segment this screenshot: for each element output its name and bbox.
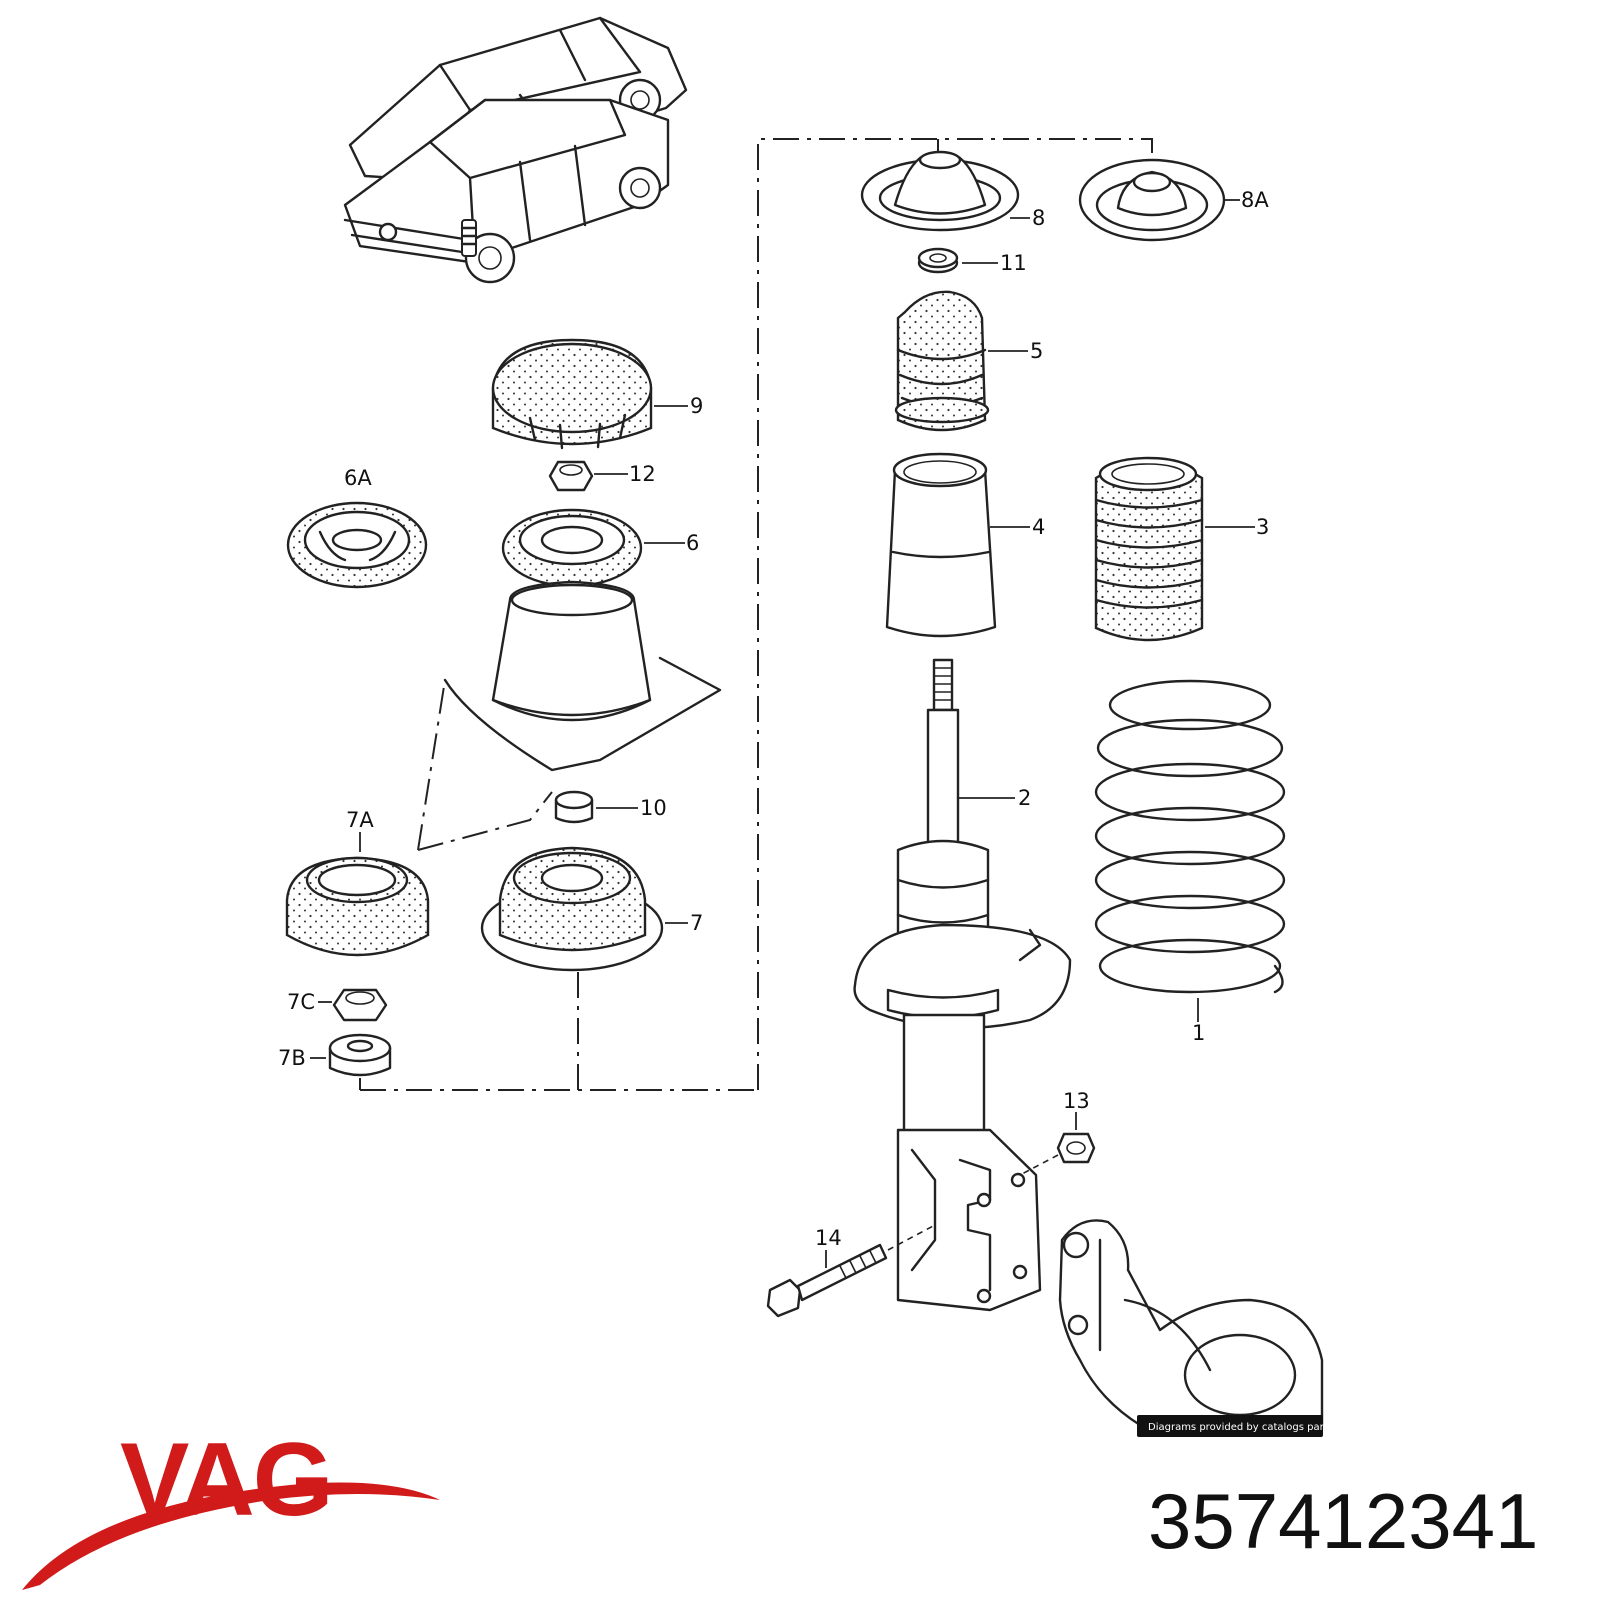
callout-7b: 7B [278,1046,306,1070]
car-illustration [343,16,688,284]
part-10-clip [554,790,594,824]
part-number: 357412341 [1148,1477,1538,1565]
part-7-mount [480,846,664,972]
credit-badge [1137,1415,1323,1437]
callout-7a: 7A [346,808,374,832]
part-4-protective-boot [885,452,997,638]
part-7a-mount [285,856,430,957]
part-7c-nut [332,988,388,1022]
callout-1: 1 [1192,1021,1205,1045]
callout-4: 4 [1032,515,1045,539]
brand-name: VAG [120,1422,332,1538]
callout-12: 12 [629,462,656,486]
callout-7: 7 [690,911,703,935]
callout-10: 10 [640,796,667,820]
part-7b-washer [328,1033,392,1077]
callout-13: 13 [1063,1089,1090,1113]
credit-text: Diagrams provided by catalogs parts [1148,1422,1333,1433]
callout-14: 14 [815,1226,842,1250]
callout-11: 11 [1000,251,1027,275]
callout-5: 5 [1030,339,1043,363]
steering-knuckle [1058,1219,1324,1427]
part-8a-strut-mount [1078,158,1226,242]
part-6a-ring [286,501,428,589]
callout-2: 2 [1018,786,1031,810]
callout-8: 8 [1032,206,1045,230]
logo-swoosh [22,1482,440,1590]
part-13-nut [1056,1132,1096,1164]
callout-8a: 8A [1241,188,1269,212]
part-12-nut [548,460,594,492]
part-6-ring [501,508,643,588]
part-14-bolt [766,1243,888,1318]
callout-7c: 7C [287,990,315,1014]
part-1-coil-spring [1094,679,1286,994]
vag-logo: VAG [22,1422,440,1590]
callout-9: 9 [690,394,703,418]
part-5-bump-stop [894,290,990,432]
part-3-bellows [1094,456,1204,642]
callout-3: 3 [1256,515,1269,539]
callout-6: 6 [686,531,699,555]
body-mounting-tower [443,580,722,772]
group-bracket [359,138,1153,1091]
callout-6a: 6A [344,466,372,490]
part-8-strut-mount [860,150,1020,232]
part-11-washer [917,247,959,274]
part-9-cap [491,338,653,450]
part-2-shock-absorber [853,658,1072,1312]
